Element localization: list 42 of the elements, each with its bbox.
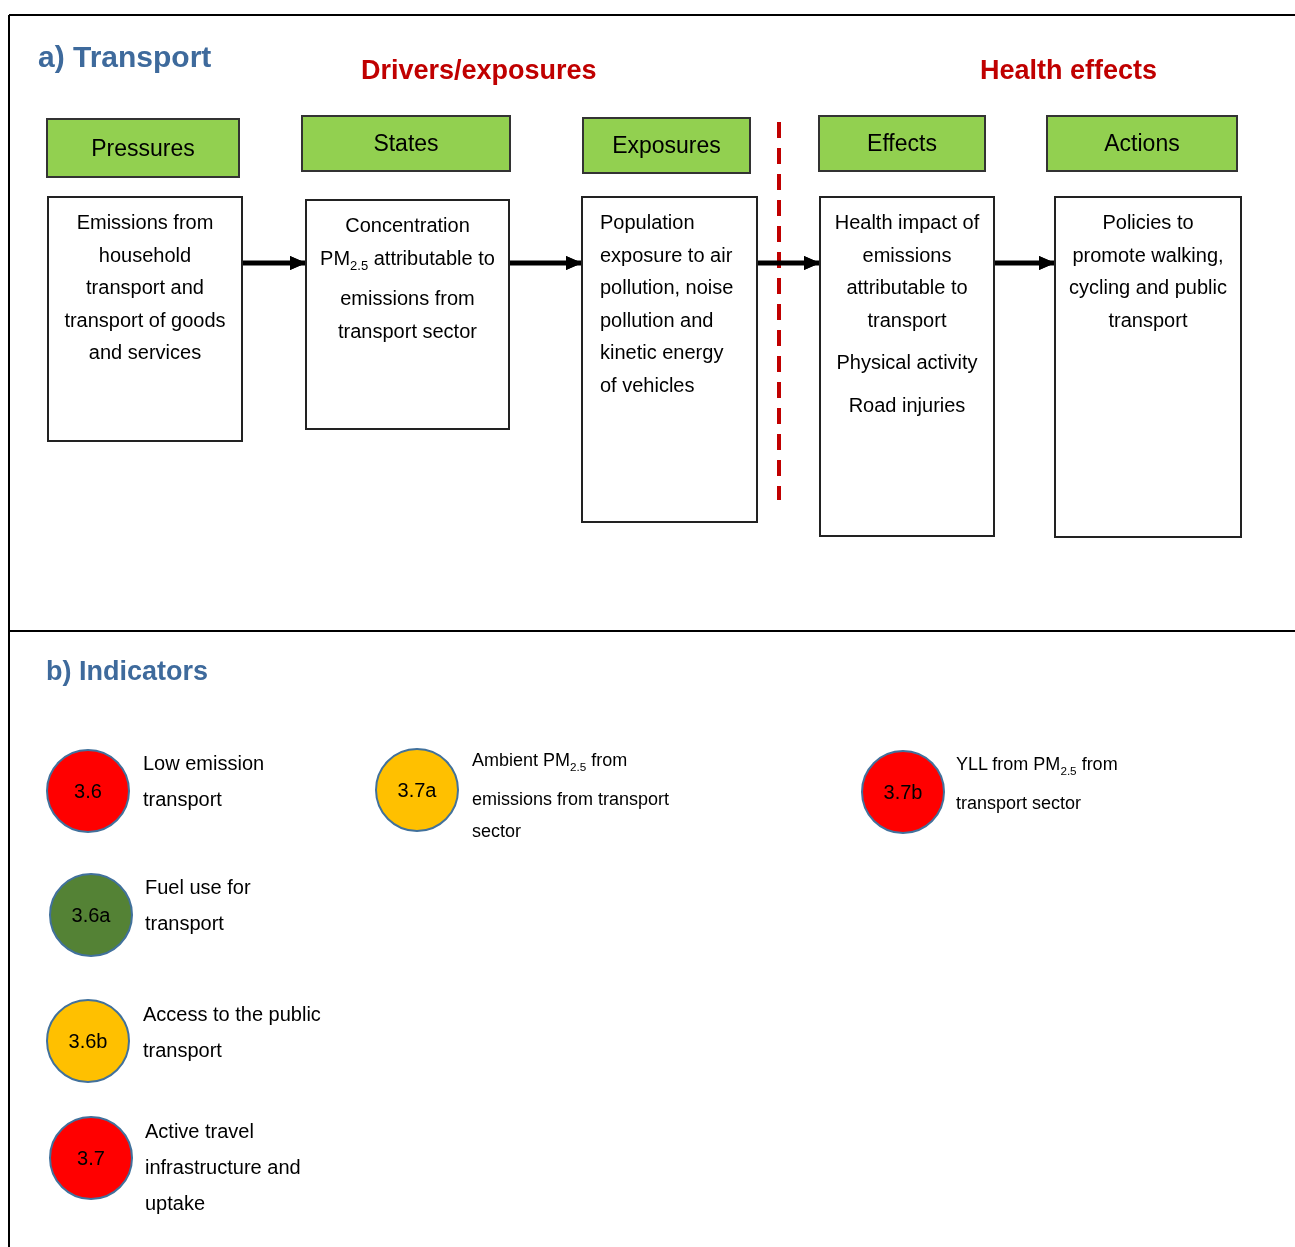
process-box [1054,196,1242,538]
category-header [818,115,986,172]
header-text: States [373,130,439,157]
indicator-number: 3.6 [74,779,102,803]
box-text: Policies to promote walking, cycling and public transport [1068,210,1228,333]
indicator-number: 3.6a [71,903,111,927]
indicator-number: 3.7a [397,778,437,802]
arrow [995,256,1055,270]
process-box [581,196,758,523]
category-header [301,115,511,172]
indicator-label: Active travel infrastructure and uptake [145,1119,302,1216]
category-header [46,118,240,178]
category-header [582,117,751,174]
box-text: Physical activity [836,350,978,375]
indicator-number: 3.7 [77,1146,105,1170]
arrow [758,256,820,270]
section-title: a) Transport [38,40,212,74]
category-header [1046,115,1238,172]
arrow [243,256,306,270]
box-text: Concentration PM$_{2.5}$ attributable to emissions from transport sector [319,213,496,344]
box-text: Road injuries [848,392,966,418]
box-text: Population exposure to air pollution, noise pollution and kinetic energy of vehicles [600,210,735,398]
indicator-label: Low emission transport [143,751,266,812]
section-heading: Health effects [980,55,1158,86]
header-text: Actions [1104,130,1180,157]
header-text: Exposures [612,132,721,159]
indicator-label: Ambient PM$_{2.5}$ from emissions from transport sector [472,749,671,843]
process-box [819,196,995,537]
box-text: Emissions from household transport and transport of goods and services [63,210,227,365]
process-box [47,196,243,442]
section-heading: Drivers/exposures [361,55,597,86]
box-text: Health impact of emissions attributable to transport [833,210,981,333]
header-text: Pressures [91,134,195,162]
indicator-label: Fuel use for transport [145,875,252,936]
indicator-label: YLL from PM$_{2.5}$ from transport sector [956,753,1119,815]
indicator-label: Access to the public transport [143,1002,322,1063]
header-text: Effects [867,130,937,157]
arrow [510,256,582,270]
process-box [305,199,510,430]
section-title: b) Indicators [46,656,208,687]
indicator-number: 3.7b [883,780,923,804]
indicator-number: 3.6b [68,1029,108,1053]
